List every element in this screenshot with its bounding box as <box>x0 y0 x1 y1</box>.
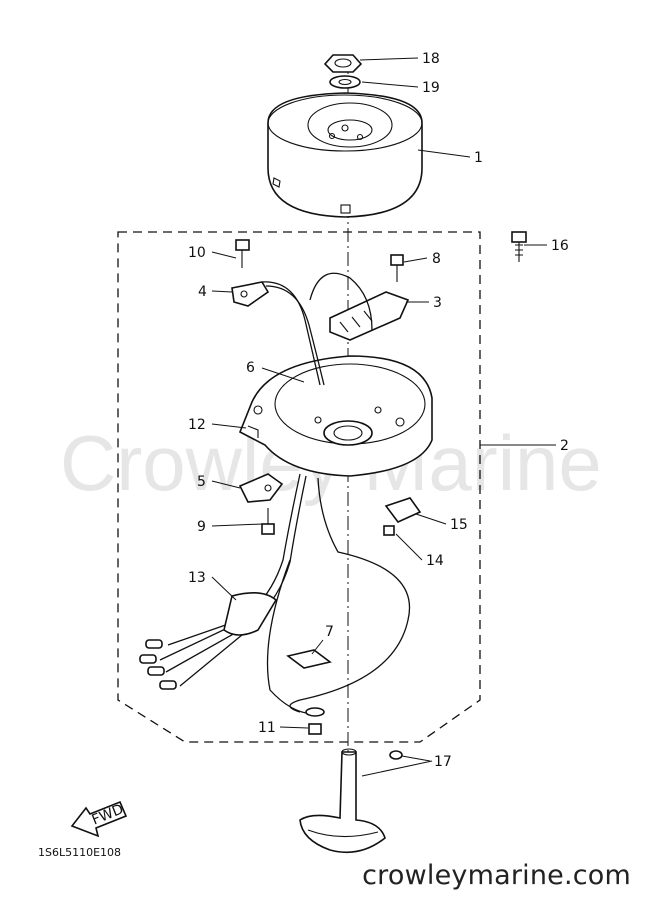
callout-15: 15 <box>450 517 468 533</box>
callout-labels: 18 19 1 16 10 8 4 3 6 12 2 5 9 15 14 13 … <box>188 51 569 770</box>
callout-11: 11 <box>258 720 276 736</box>
bolt-part-16 <box>511 231 527 262</box>
callout-12: 12 <box>188 417 206 433</box>
callout-10: 10 <box>188 245 206 261</box>
callout-9: 9 <box>197 519 206 535</box>
site-url[interactable]: crowleymarine.com <box>362 860 631 891</box>
callout-14: 14 <box>426 553 444 569</box>
bolt-part-8 <box>390 254 404 282</box>
callout-4: 4 <box>198 284 207 300</box>
screw-part-14 <box>383 525 395 536</box>
clamp-part-5 <box>238 473 284 503</box>
washer-part-19 <box>329 75 361 89</box>
callout-6: 6 <box>246 360 255 376</box>
callout-19: 19 <box>422 80 440 96</box>
wire-harness <box>159 272 411 715</box>
callout-18: 18 <box>422 51 440 67</box>
screw-part-9 <box>261 508 275 535</box>
callout-13: 13 <box>188 570 206 586</box>
callout-1: 1 <box>474 150 483 166</box>
bracket-part-15 <box>384 497 422 523</box>
screw-part-11 <box>305 707 325 735</box>
connector-leads-part-13 <box>139 639 177 690</box>
callout-8: 8 <box>432 251 441 267</box>
shaft-part-17 <box>299 748 403 854</box>
diagram-code: 1S6L5110E108 <box>38 846 122 859</box>
svg-text:FWD: FWD <box>90 801 126 828</box>
charge-coil-part-3 <box>329 291 410 341</box>
clip-part-7 <box>286 649 332 669</box>
flywheel-part-1 <box>267 92 423 218</box>
callout-2: 2 <box>560 438 569 454</box>
callout-7: 7 <box>325 624 334 640</box>
stator-base-part-12 <box>238 355 433 477</box>
pulser-coil-part-4 <box>231 281 270 307</box>
assembly-boundary <box>117 231 481 743</box>
nut-part-18 <box>323 54 363 73</box>
callout-17: 17 <box>434 754 452 770</box>
callout-16: 16 <box>551 238 569 254</box>
callout-3: 3 <box>433 295 442 311</box>
leader-lines <box>211 57 556 777</box>
bolt-part-10 <box>235 239 250 268</box>
callout-5: 5 <box>197 474 206 490</box>
forward-arrow-icon: FWD <box>70 800 128 838</box>
